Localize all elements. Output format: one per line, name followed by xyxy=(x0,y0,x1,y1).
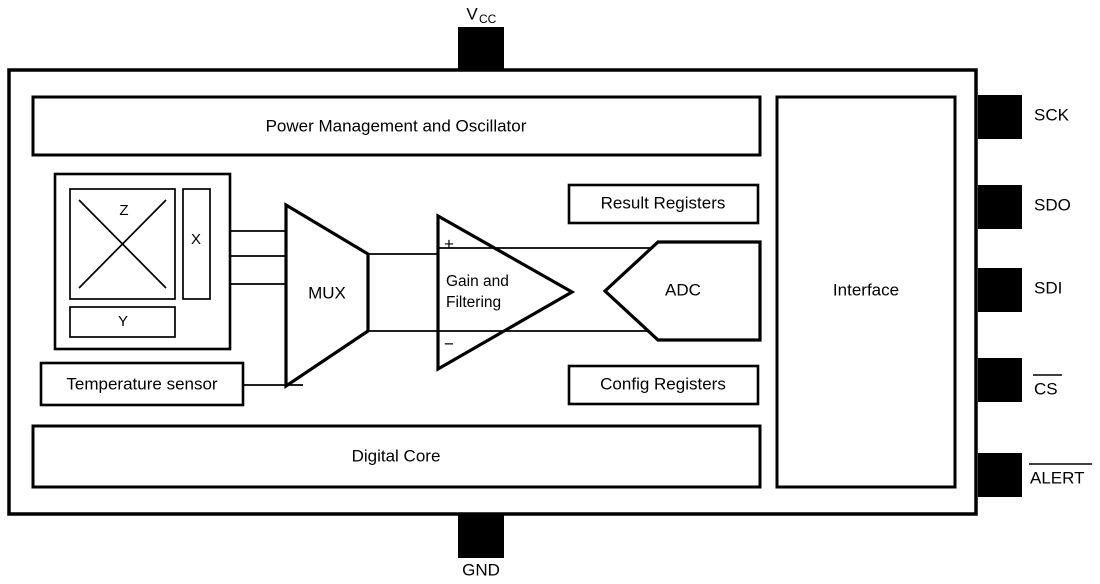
digital-core-block[interactable] xyxy=(31,424,762,489)
z-cross-line-b xyxy=(78,199,167,289)
sensor-axis-x-label: X xyxy=(191,231,201,248)
amplifier-plus-sign: + xyxy=(444,234,454,253)
result-registers-block[interactable] xyxy=(567,183,760,225)
interface-block[interactable] xyxy=(775,95,957,489)
adc-label: ADC xyxy=(665,280,701,299)
cs-pin-label: CS xyxy=(1034,379,1058,398)
digital-core-label: Digital Core xyxy=(352,446,441,465)
config-registers-block[interactable] xyxy=(567,364,760,406)
config-registers-label: Config Registers xyxy=(600,374,726,393)
sck-pin-label: SCK xyxy=(1034,105,1070,124)
alert-pin-label: ALERT xyxy=(1030,468,1085,487)
amplifier-label-line2: Filtering xyxy=(446,294,501,311)
gnd-pin-label: GND xyxy=(462,560,500,579)
alert-pin-pad[interactable] xyxy=(978,453,1022,497)
sensor-axis-y-label: Y xyxy=(118,313,128,330)
temperature-sensor-label: Temperature sensor xyxy=(66,374,218,393)
sdo-pin-pad[interactable] xyxy=(978,185,1022,229)
amplifier-label-line1: Gain and xyxy=(446,273,509,290)
sdi-pin-label: SDI xyxy=(1034,278,1062,297)
temperature-sensor-block[interactable] xyxy=(39,361,245,407)
gnd-pin-pad[interactable] xyxy=(458,512,504,558)
interface-label: Interface xyxy=(833,280,899,299)
sensor-axis-x-box[interactable] xyxy=(182,188,211,300)
sdo-pin-label: SDO xyxy=(1034,195,1071,214)
adc-block[interactable] xyxy=(602,240,762,342)
vcc-pin-label: V xyxy=(466,4,478,23)
sensor-axis-z-label: Z xyxy=(119,202,128,219)
sck-pin-pad[interactable] xyxy=(978,95,1022,139)
power-management-block[interactable] xyxy=(31,95,762,157)
sdi-pin-pad[interactable] xyxy=(978,268,1022,312)
power-management-label: Power Management and Oscillator xyxy=(266,116,527,135)
mux-label: MUX xyxy=(308,283,346,302)
vcc-pin-subscript: CC xyxy=(479,12,497,26)
cs-pin-pad[interactable] xyxy=(978,358,1022,402)
sensor-axis-y-box[interactable] xyxy=(69,306,176,338)
result-registers-label: Result Registers xyxy=(601,193,726,212)
vcc-pin-pad[interactable] xyxy=(458,27,504,73)
amplifier-minus-sign: − xyxy=(444,334,454,353)
